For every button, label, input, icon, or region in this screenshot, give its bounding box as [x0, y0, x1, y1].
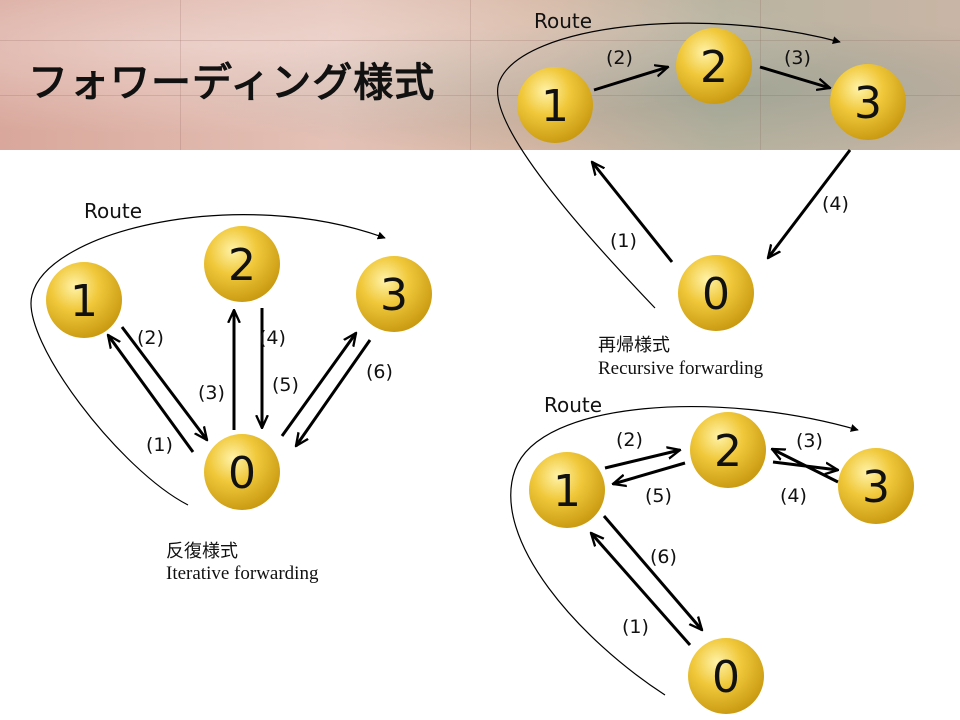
- iterative-arrow-6: [296, 339, 372, 446]
- svg-text:1: 1: [553, 466, 581, 517]
- recursive-node-1: 1: [517, 67, 593, 143]
- recursive-edge-label-2: (2): [606, 47, 633, 69]
- hybrid-edge-label-5: (5): [645, 485, 672, 507]
- hybrid-node-2: 2: [690, 412, 766, 488]
- svg-text:3: 3: [854, 78, 882, 129]
- recursive-caption-ja: 再帰様式: [598, 335, 670, 356]
- iterative-route-label: Route: [84, 199, 142, 223]
- page-title: フォワーディング様式: [28, 60, 436, 106]
- map-banner: [0, 0, 960, 150]
- recursive-route-label: Route: [534, 9, 592, 33]
- hybrid-node-1: 1: [529, 452, 605, 528]
- svg-text:1: 1: [70, 276, 98, 327]
- recursive-caption-en: Recursive forwarding: [598, 358, 764, 379]
- hybrid-route-curve: [510, 406, 859, 696]
- svg-text:3: 3: [862, 462, 890, 513]
- recursive-arrow-3: [759, 65, 830, 88]
- iterative-arrow-2: [120, 326, 207, 440]
- hybrid-arrow-6: [602, 515, 702, 630]
- hybrid-arrow-2: [604, 450, 680, 470]
- recursive-arrow-4: [768, 149, 852, 258]
- hybrid-route-label: Route: [544, 393, 602, 417]
- hybrid-edge-label-3: (3): [796, 430, 823, 452]
- recursive-node-0: 0: [678, 255, 754, 331]
- iterative-route-curve: [30, 214, 386, 506]
- recursive-node-3: 3: [830, 64, 906, 140]
- recursive-edge-label-1: (1): [610, 230, 637, 252]
- hybrid-node-0: 0: [688, 638, 764, 714]
- svg-text:2: 2: [714, 426, 742, 477]
- svg-text:2: 2: [700, 42, 728, 93]
- iterative-node-3: 3: [356, 256, 432, 332]
- iterative-edge-label-5: (5): [272, 374, 299, 396]
- recursive-arrow-1: [592, 162, 674, 263]
- hybrid-edge-label-6: (6): [650, 546, 677, 568]
- recursive-route-curve: [497, 22, 841, 309]
- svg-text:3: 3: [380, 270, 408, 321]
- hybrid-arrow-5: [613, 461, 686, 484]
- iterative-caption-ja: 反復様式: [166, 541, 238, 562]
- svg-text:0: 0: [228, 448, 256, 499]
- recursive-edge-label-4: (4): [822, 193, 849, 215]
- iterative-node-1: 1: [46, 262, 122, 338]
- hybrid-edge-label-1: (1): [622, 616, 649, 638]
- svg-text:0: 0: [712, 652, 740, 703]
- hybrid-arrow-4: [772, 447, 839, 484]
- iterative-edge-label-3: (3): [198, 382, 225, 404]
- svg-text:0: 0: [702, 269, 730, 320]
- hybrid-diagram: Route (1) (2) (3) (4) (5) (6) 1 2 3 0: [510, 393, 914, 714]
- hybrid-edge-label-4: (4): [780, 485, 807, 507]
- iterative-caption-en: Iterative forwarding: [166, 563, 319, 584]
- iterative-arrow-1: [108, 335, 195, 453]
- svg-text:2: 2: [228, 240, 256, 291]
- iterative-edge-label-2: (2): [137, 327, 164, 349]
- iterative-edge-label-1: (1): [146, 434, 173, 456]
- iterative-edge-label-4: (4): [259, 327, 286, 349]
- hybrid-arrow-1: [591, 533, 692, 646]
- iterative-diagram: Route (1) (2) (3) (4) (5) (6) 1 2 0 3: [30, 199, 432, 510]
- hybrid-edge-label-2: (2): [616, 429, 643, 451]
- iterative-node-0: 0: [204, 434, 280, 510]
- svg-text:1: 1: [541, 81, 569, 132]
- recursive-edge-label-3: (3): [784, 47, 811, 69]
- iterative-edge-label-6: (6): [366, 361, 393, 383]
- recursive-node-2: 2: [676, 28, 752, 104]
- iterative-node-2: 2: [204, 226, 280, 302]
- recursive-diagram: Route (1) (2) (3) (4) 1 2 3 0: [497, 9, 906, 331]
- recursive-arrow-2: [593, 67, 668, 92]
- hybrid-node-3: 3: [838, 448, 914, 524]
- iterative-arrow-5: [280, 333, 356, 437]
